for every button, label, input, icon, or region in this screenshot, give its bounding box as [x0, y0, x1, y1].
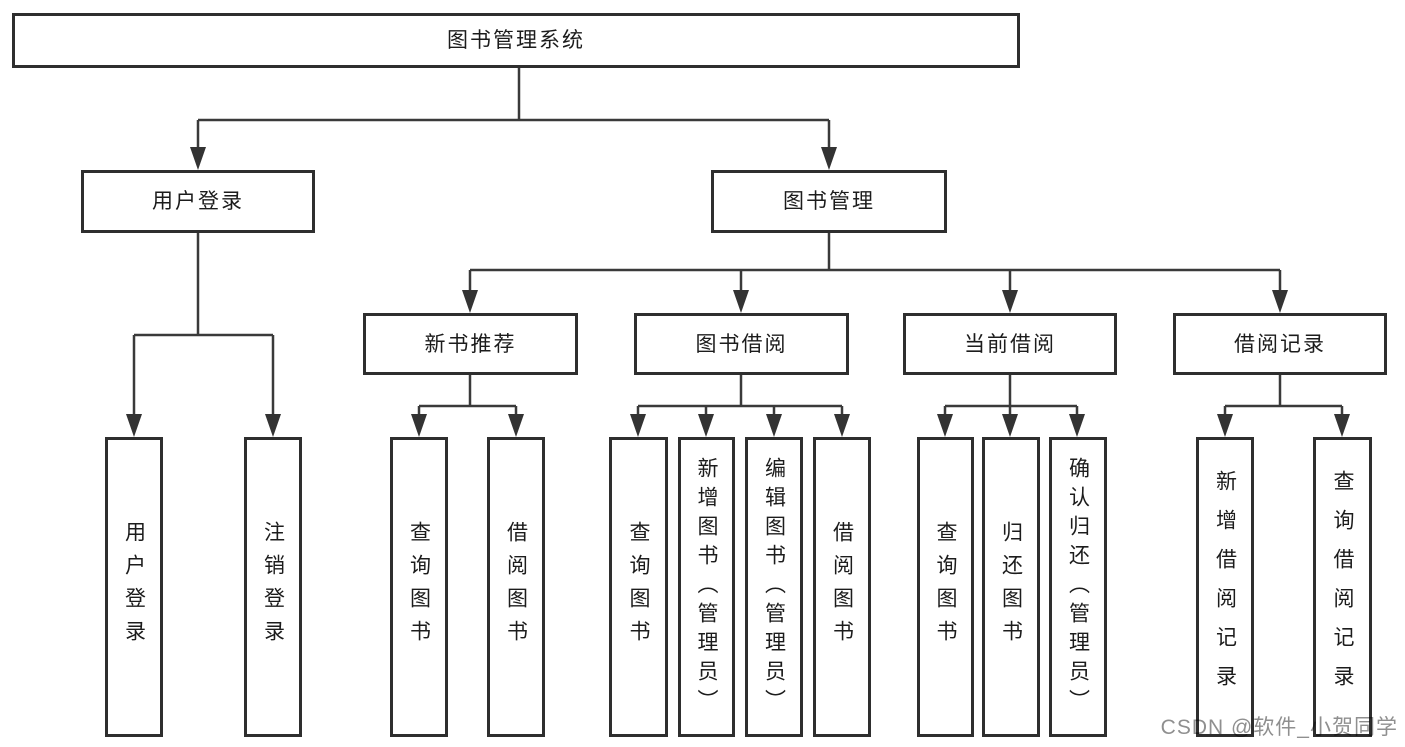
node-user-login: 用户登录: [81, 170, 315, 233]
csdn-watermark: CSDN @软件_小贺同学: [1160, 716, 1398, 739]
node-borrow-records: 借阅记录: [1173, 313, 1387, 375]
leaf-query-borrow-record: 查询借阅记录: [1313, 437, 1372, 737]
leaf-user-login: 用户登录: [105, 437, 163, 737]
leaf-query-books-recommend: 查询图书: [390, 437, 448, 737]
leaf-add-books-admin: 新增图书（管理员）: [678, 437, 735, 737]
arrowheads: [126, 147, 1350, 437]
node-new-book-recommend: 新书推荐: [363, 313, 578, 375]
leaf-confirm-return-admin: 确认归还（管理员）: [1049, 437, 1107, 737]
node-library-system: 图书管理系统: [12, 13, 1020, 68]
node-book-borrow: 图书借阅: [634, 313, 849, 375]
leaf-query-books-current: 查询图书: [917, 437, 974, 737]
leaf-edit-books-admin: 编辑图书（管理员）: [745, 437, 803, 737]
node-current-borrow: 当前借阅: [903, 313, 1117, 375]
leaf-logout: 注销登录: [244, 437, 302, 737]
leaf-borrow-books-recommend: 借阅图书: [487, 437, 545, 737]
leaf-return-books: 归还图书: [982, 437, 1040, 737]
leaf-query-books-borrow: 查询图书: [609, 437, 668, 737]
leaf-borrow-books: 借阅图书: [813, 437, 871, 737]
leaf-add-borrow-record: 新增借阅记录: [1196, 437, 1254, 737]
node-book-management: 图书管理: [711, 170, 947, 233]
